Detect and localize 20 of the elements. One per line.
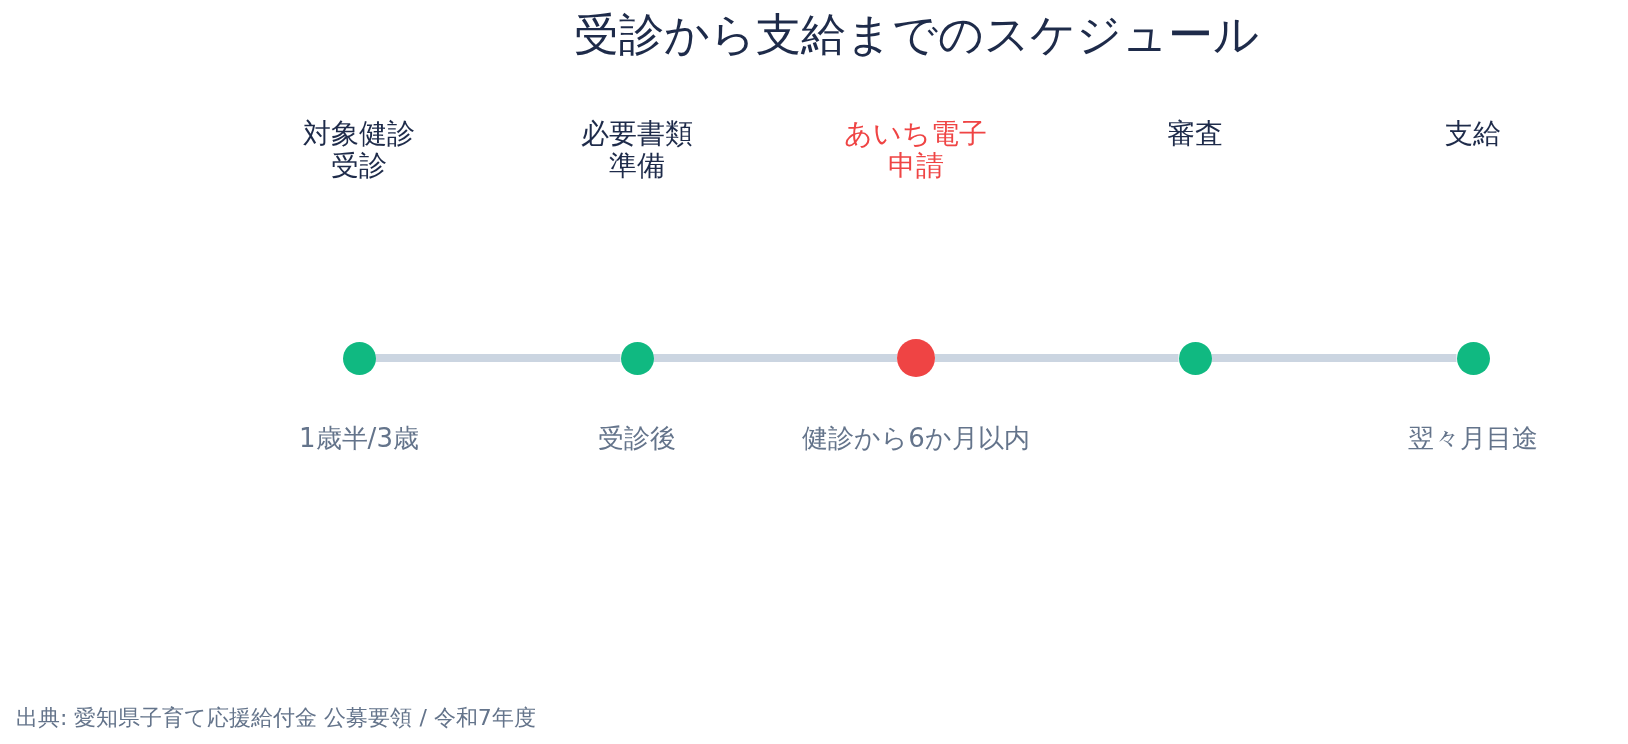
connector-line bbox=[653, 354, 897, 362]
diagram-title: 受診から支給までのスケジュール bbox=[573, 8, 1259, 62]
timing-label: 翌々月目途 bbox=[1408, 423, 1538, 455]
timing-label: 受診後 bbox=[598, 423, 676, 455]
connector-line bbox=[375, 354, 621, 362]
source-caption: 出典: 愛知県子育て応援給付金 公募要領 / 令和7年度 bbox=[16, 704, 536, 732]
connector-line bbox=[935, 354, 1179, 362]
timeline-dot bbox=[1456, 341, 1490, 375]
step-name: 必要書類準備 bbox=[580, 118, 694, 182]
connector-line bbox=[1211, 354, 1457, 362]
timeline-dot bbox=[342, 341, 376, 375]
timing-label: 1歳半/3歳 bbox=[299, 423, 419, 455]
timeline-dot bbox=[1178, 341, 1212, 375]
timeline-dot bbox=[897, 339, 935, 377]
timeline-dot bbox=[620, 341, 654, 375]
timing-label: 健診から6か月以内 bbox=[802, 423, 1030, 455]
step-name: 対象健診受診 bbox=[302, 118, 416, 182]
step-name: 審査 bbox=[1167, 118, 1223, 150]
step-name: あいち電子申請 bbox=[843, 118, 989, 182]
step-name: 支給 bbox=[1445, 118, 1501, 150]
